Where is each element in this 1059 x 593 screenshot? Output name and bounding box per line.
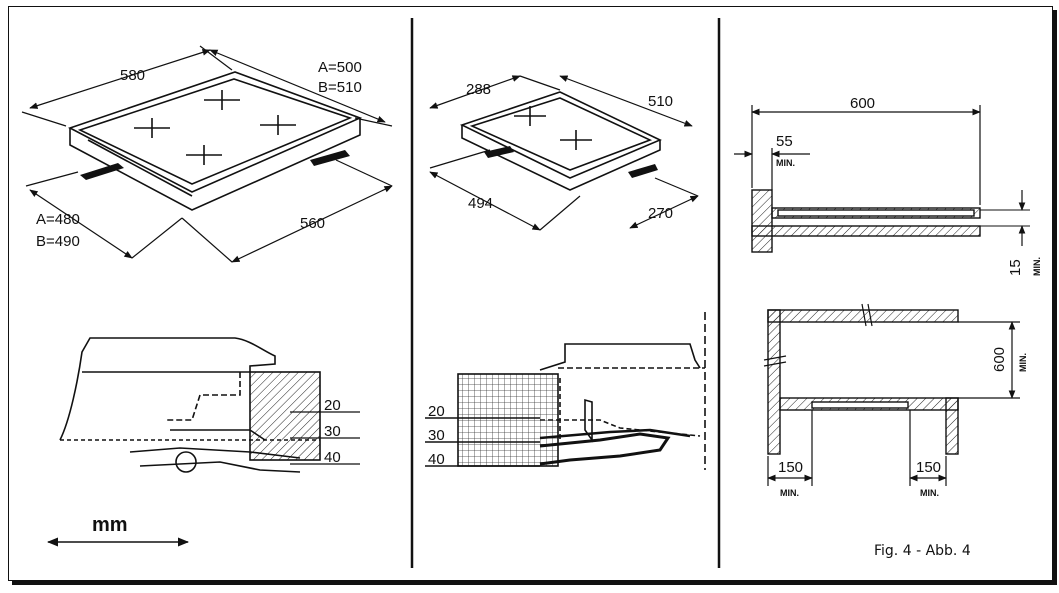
section-label-20-p2: 20 [428, 403, 445, 420]
section-label-40: 40 [324, 449, 341, 466]
dim-thickness-15: 15 [1007, 259, 1024, 276]
dim-a-top: A=500 [318, 59, 362, 76]
dim-b-bottom: B=490 [36, 233, 80, 250]
dimension-lines-p3-top [734, 105, 1026, 246]
support-bars-small [484, 146, 658, 178]
dim-total-600: 600 [850, 95, 875, 112]
dimension-lines-p1 [21, 45, 393, 263]
unit-label: mm [92, 514, 128, 536]
clearance-bottom-drawing [763, 303, 959, 455]
dim-thickness-min: MIN. [1032, 257, 1042, 276]
dim-b-top: B=510 [318, 79, 362, 96]
support-bars-large [80, 150, 350, 180]
dimension-lines-p3-bottom [767, 321, 1020, 486]
dim-height-600: 600 [991, 347, 1008, 372]
dim-gap-min: MIN. [776, 158, 795, 168]
dim-left-150: 150 [778, 459, 803, 476]
clearance-top-drawing [751, 189, 1030, 253]
dim-right-150: 150 [916, 459, 941, 476]
section-label-30: 30 [324, 423, 341, 440]
dim-right-min: MIN. [920, 488, 939, 498]
figure-caption: Fig. 4 - Abb. 4 [874, 543, 971, 559]
dim-gap-55: 55 [776, 133, 793, 150]
section-leader-lines-p1 [290, 411, 360, 465]
dim-cut-depth-270: 270 [648, 205, 673, 222]
dim-width-288: 288 [466, 81, 491, 98]
dim-depth-510: 510 [648, 93, 673, 110]
burner-crosses-large [134, 90, 296, 165]
dim-depth-560: 560 [300, 215, 325, 232]
dim-height-min: MIN. [1018, 353, 1028, 372]
dim-a-bottom: A=480 [36, 211, 80, 228]
dim-width-580: 580 [120, 67, 145, 84]
section-view-small [457, 312, 706, 470]
dimension-lines-p2 [429, 75, 699, 231]
section-leader-lines-p2 [425, 417, 540, 467]
dim-cut-width-494: 494 [468, 195, 493, 212]
hob-outline-large [67, 71, 363, 211]
section-view-large [59, 337, 321, 473]
dim-left-min: MIN. [780, 488, 799, 498]
section-label-30-p2: 30 [428, 427, 445, 444]
burner-crosses-small [514, 106, 592, 150]
section-label-20: 20 [324, 397, 341, 414]
section-label-40-p2: 40 [428, 451, 445, 468]
